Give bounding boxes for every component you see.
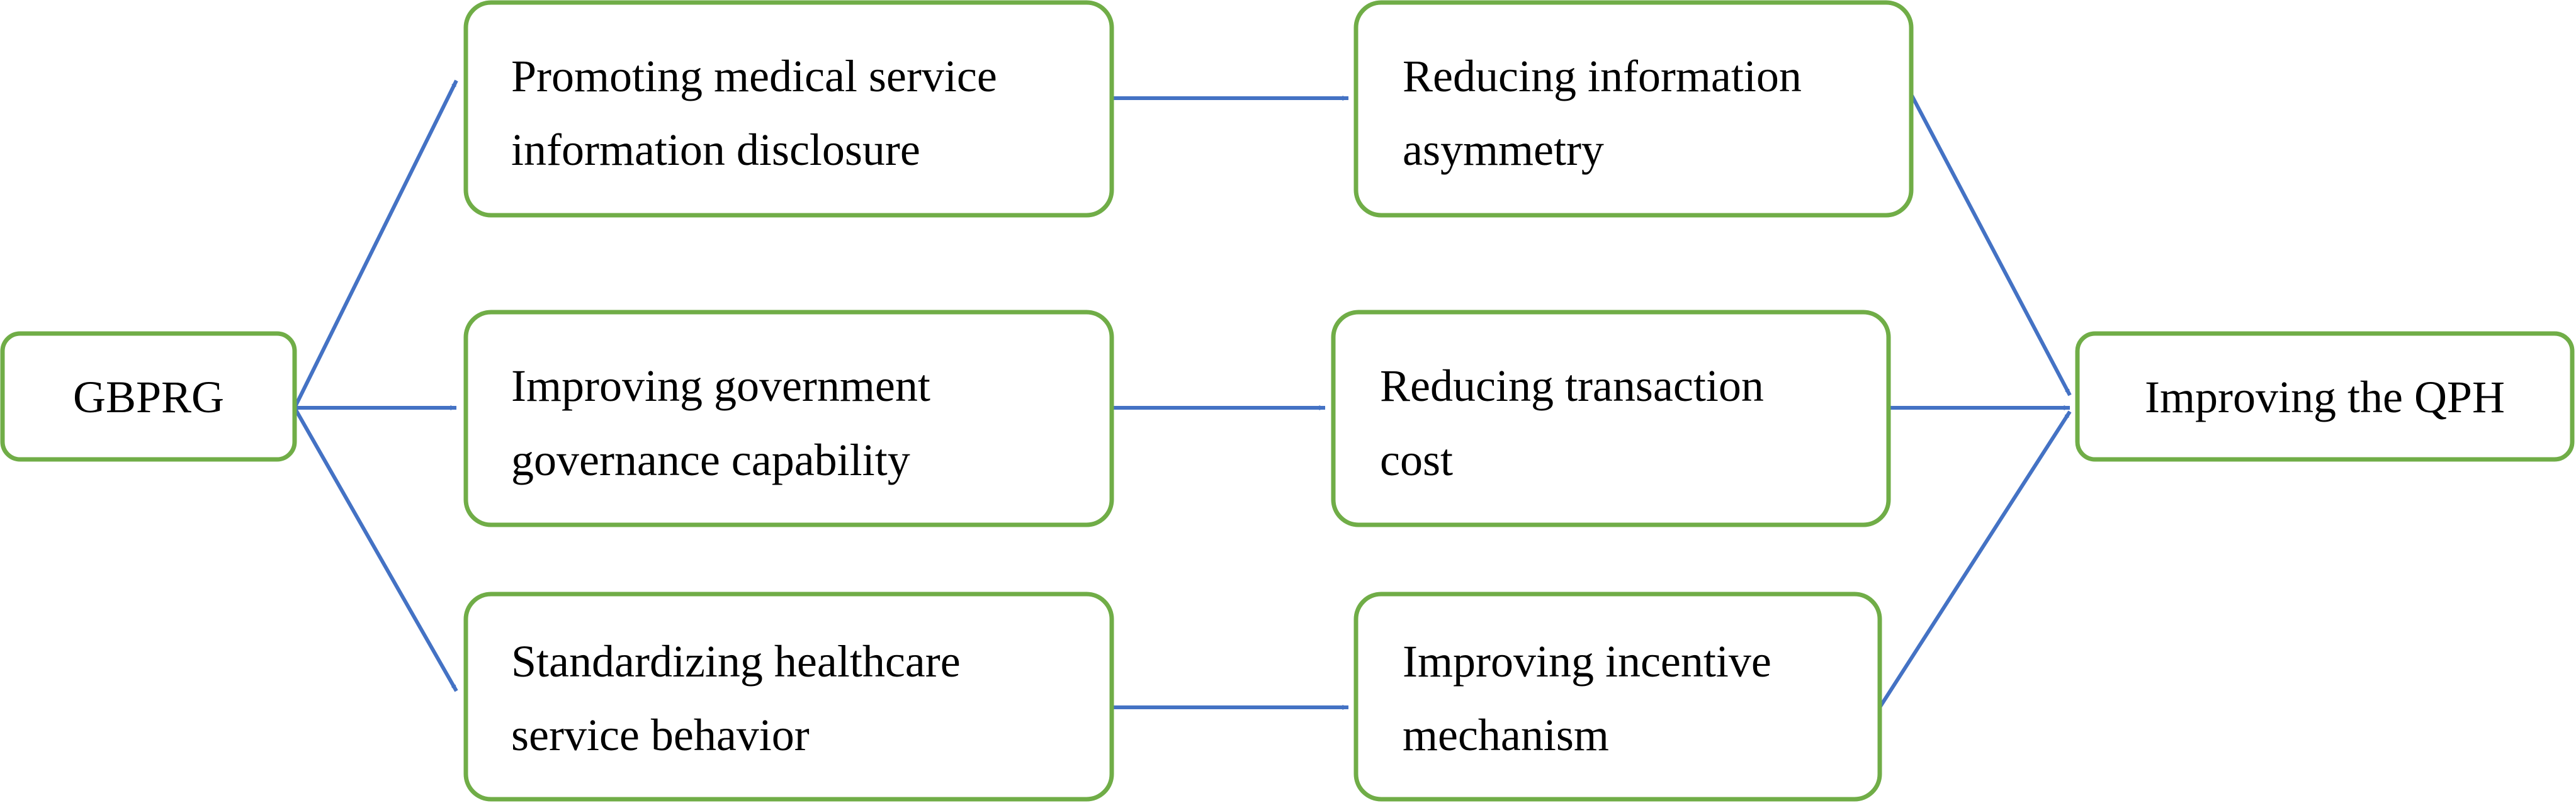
node-gbprg: GBPRG: [0, 331, 297, 462]
arrow-incentive-to-qph: [1878, 410, 2072, 709]
arrow-info-asymmetry-to-qph: [1909, 93, 2072, 396]
node-info-asymmetry: Reducing information asymmetry: [1353, 0, 1914, 218]
node-standardizing-label: Standardizing healthcare service behavio…: [511, 636, 972, 760]
node-standardizing: Standardizing healthcare service behavio…: [463, 592, 1114, 802]
node-qph-label: Improving the QPH: [2145, 372, 2505, 422]
arrow-gbprg-to-info-disclosure: [293, 79, 458, 409]
node-incentive-label: Improving incentive mechanism: [1403, 636, 1783, 760]
node-governance: Improving government governance capabili…: [463, 310, 1114, 527]
node-incentive-box: [1353, 592, 1882, 802]
node-gbprg-label: GBPRG: [73, 372, 224, 422]
node-standardizing-box: [463, 592, 1114, 802]
node-info-disclosure-box: [463, 0, 1114, 218]
node-transaction-cost-label: Reducing transaction cost: [1380, 361, 1775, 485]
node-transaction-cost: Reducing transaction cost: [1331, 310, 1891, 527]
node-info-asymmetry-box: [1353, 0, 1914, 218]
node-governance-label: Improving government governance capabili…: [511, 361, 942, 485]
edges: [293, 79, 2072, 710]
node-info-disclosure: Promoting medical service information di…: [463, 0, 1114, 218]
arrow-gbprg-to-standardizing: [293, 407, 458, 692]
node-qph: Improving the QPH: [2075, 331, 2575, 462]
node-governance-box: [463, 310, 1114, 527]
node-incentive: Improving incentive mechanism: [1353, 592, 1882, 802]
node-info-asymmetry-label: Reducing information asymmetry: [1403, 51, 1813, 175]
node-qph-box: [2075, 331, 2575, 462]
node-gbprg-box: [0, 331, 297, 462]
node-transaction-cost-box: [1331, 310, 1891, 527]
node-info-disclosure-label: Promoting medical service information di…: [511, 51, 1008, 175]
